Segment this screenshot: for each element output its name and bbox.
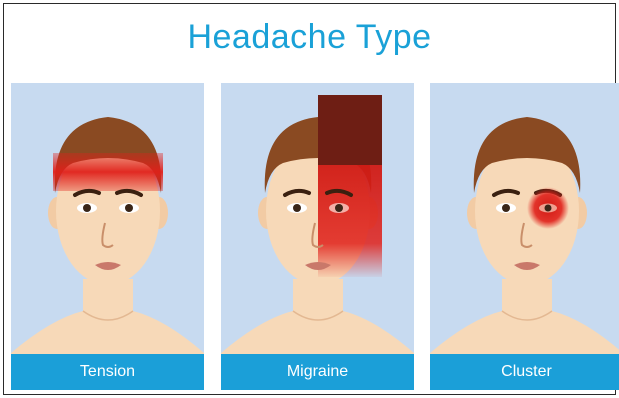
migraine-pain-area	[318, 165, 382, 277]
panel-label: Cluster	[501, 363, 552, 381]
tension-label-bar: Tension	[11, 354, 204, 390]
tension-face-illustration	[11, 83, 204, 390]
panel-tension: Tension	[11, 83, 204, 390]
cluster-label-bar: Cluster	[430, 354, 619, 390]
page-title: Headache Type	[4, 18, 615, 57]
infographic-frame: Headache Type	[3, 3, 616, 395]
cluster-face-illustration	[430, 83, 619, 390]
migraine-label-bar: Migraine	[221, 354, 414, 390]
panel-cluster: Cluster	[430, 83, 619, 390]
panel-migraine: Migraine	[221, 83, 414, 390]
migraine-face-illustration	[221, 83, 414, 390]
tension-pain-band	[53, 153, 163, 191]
panel-label: Tension	[80, 363, 135, 381]
panel-label: Migraine	[287, 363, 348, 381]
migraine-hair-shade	[318, 95, 382, 165]
